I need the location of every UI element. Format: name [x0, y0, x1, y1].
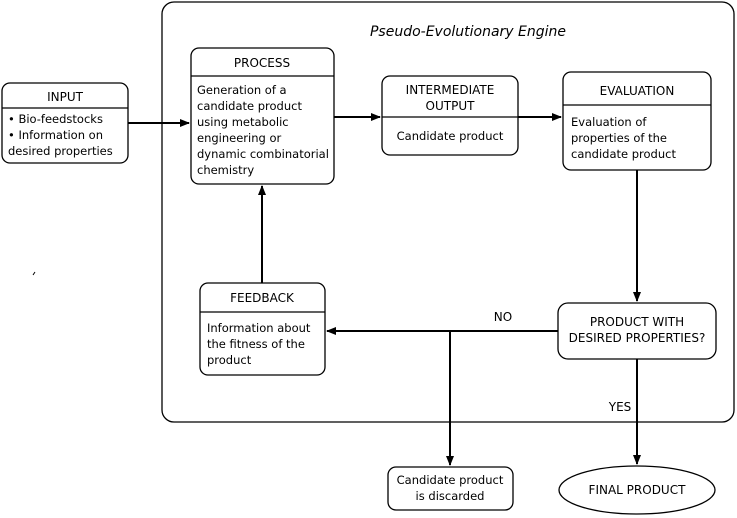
input-title: INPUT — [47, 90, 84, 104]
final-product-label: FINAL PRODUCT — [589, 483, 687, 497]
engine-title: Pseudo-Evolutionary Engine — [370, 24, 566, 40]
decision-line: PRODUCT WITH — [590, 315, 684, 329]
evaluation-line: candidate product — [571, 147, 676, 161]
evaluation-box: EVALUATION Evaluation of properties of t… — [562, 71, 712, 171]
intermediate-title: OUTPUT — [426, 99, 476, 113]
feedback-line: Information about — [207, 321, 311, 335]
feedback-line: product — [207, 353, 252, 367]
input-item: • Information on — [8, 128, 103, 142]
intermediate-output-box: INTERMEDIATE OUTPUT Candidate product — [381, 75, 519, 156]
yes-label: YES — [608, 400, 632, 414]
evaluation-line: Evaluation of — [571, 115, 647, 129]
intermediate-body: Candidate product — [397, 129, 504, 143]
input-item: desired properties — [8, 144, 113, 158]
evaluation-line: properties of the — [571, 131, 667, 145]
discarded-line: Candidate product — [397, 473, 504, 487]
process-line: candidate product — [197, 99, 302, 113]
process-line: chemistry — [197, 163, 254, 177]
process-line: using metabolic — [197, 115, 289, 129]
decision-line: DESIRED PROPERTIES? — [569, 331, 706, 345]
evaluation-title: EVALUATION — [600, 84, 675, 98]
process-line: dynamic combinatorial — [197, 147, 329, 161]
discarded-line: is discarded — [416, 489, 485, 503]
final-product-node: FINAL PRODUCT — [558, 465, 716, 515]
feedback-box: FEEDBACK Information about the fitness o… — [199, 282, 326, 376]
intermediate-title: INTERMEDIATE — [406, 83, 495, 97]
engine-container — [161, 1, 735, 423]
stray-mark — [32, 271, 36, 276]
feedback-line: the fitness of the — [207, 337, 305, 351]
decision-box: PRODUCT WITH DESIRED PROPERTIES? — [557, 302, 717, 360]
process-line: Generation of a — [197, 83, 287, 97]
no-label: NO — [494, 310, 512, 324]
feedback-title: FEEDBACK — [230, 291, 295, 305]
process-title: PROCESS — [234, 56, 290, 70]
discarded-box: Candidate product is discarded — [387, 466, 514, 511]
process-line: engineering or — [197, 131, 282, 145]
process-box: PROCESS Generation of a candidate produc… — [190, 47, 335, 185]
input-item: • Bio-feedstocks — [8, 112, 103, 126]
input-box: INPUT • Bio-feedstocks • Information on … — [1, 82, 129, 164]
